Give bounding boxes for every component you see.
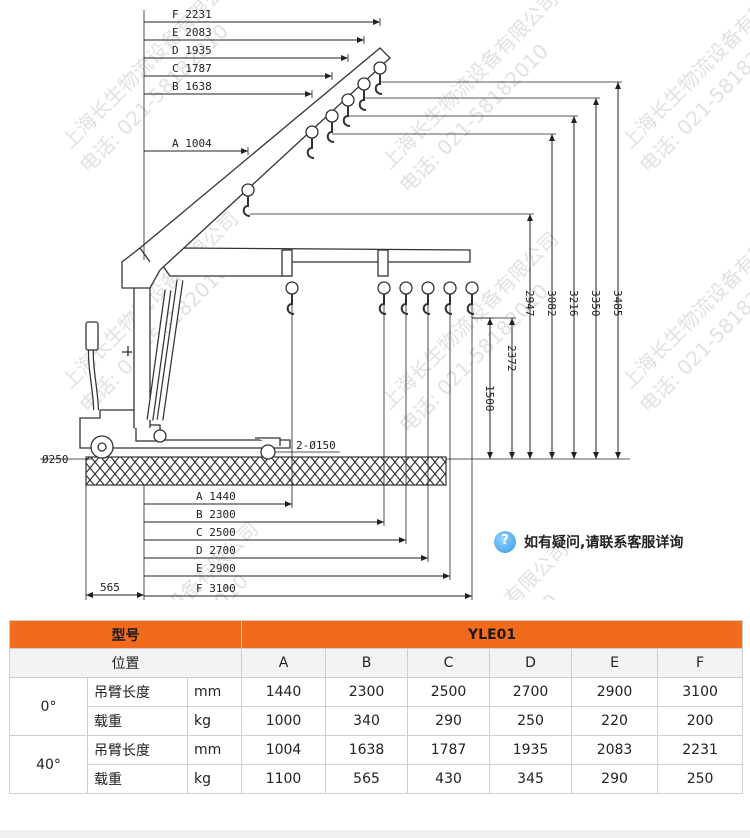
unit-cell: kg [186,764,243,794]
value-cell: 2700 [489,677,573,707]
position-cell: E [571,648,659,678]
position-cell: B [325,648,409,678]
row-label-cell: 载重 [87,706,188,736]
caster-diameter-label: 2-Ø150 [296,439,336,452]
base-dimension: 565 [85,485,144,600]
vertical-dim-label: 3350 [589,290,602,317]
vertical-dim-label: 3216 [567,290,580,317]
vertical-dim-label: 3485 [611,290,624,317]
vertical-dimension-lines: 1500 2372 2947 3082 3216 3350 3485 [250,81,630,460]
value-cell: 250 [489,706,573,736]
angle-cell: 0° [9,677,88,736]
lower-dim-label: E 2900 [196,562,236,575]
row-label-cell: 吊臂长度 [87,677,188,707]
base-dim-label: 565 [100,581,120,594]
position-cell: A [241,648,327,678]
model-label-cell: 型号 [8,620,243,649]
unit-cell: mm [186,677,243,707]
value-cell: 250 [657,764,744,794]
watermark-company: 上海长生物流设备有限公司 [377,0,564,174]
boom-raised [121,47,391,289]
value-cell: 290 [571,764,659,794]
value-cell: 1935 [489,735,573,765]
lower-dimension-lines: A 1440 B 2300 C 2500 D 2700 E 2900 F 3100 [143,300,473,600]
vertical-dim-label: 2372 [505,345,518,372]
value-cell: 565 [325,764,409,794]
lower-dim-label: D 2700 [196,544,236,557]
value-cell: 1787 [407,735,491,765]
ground-slab [85,456,447,486]
upper-dimension-lines: F 2231 E 2083 D 1935 C 1787 B 1638 A 1004 [143,8,381,260]
position-cell: F [657,648,744,678]
wheel-diameter-label: Ø250 [42,453,69,466]
value-cell: 3100 [657,677,744,707]
upper-dim-label: B 1638 [172,80,212,93]
position-cell: C [407,648,491,678]
model-value-cell: YLE01 [241,620,744,649]
faq-notice[interactable]: 如有疑问,请联系客服详询 [494,530,683,554]
bottom-strip [0,830,750,838]
value-cell: 430 [407,764,491,794]
position-cell: D [489,648,573,678]
lower-dim-label: B 2300 [196,508,236,521]
value-cell: 1100 [241,764,327,794]
upper-dim-label: C 1787 [172,62,212,75]
value-cell: 2083 [571,735,659,765]
value-cell: 2500 [407,677,491,707]
lower-dim-label: A 1440 [196,490,236,503]
value-cell: 1638 [325,735,409,765]
row-label-cell: 载重 [87,764,188,794]
value-cell: 2900 [571,677,659,707]
watermark-phone: 电话: 021-58182010 [405,589,564,600]
angle-cell: 40° [9,735,88,794]
value-cell: 2231 [657,735,744,765]
value-cell: 1000 [241,706,327,736]
upper-dim-label: D 1935 [172,44,212,57]
upper-dim-label: F 2231 [172,8,212,21]
value-cell: 220 [571,706,659,736]
lower-dim-label: F 3100 [196,582,236,595]
value-cell: 345 [489,764,573,794]
lower-dim-label: C 2500 [196,526,236,539]
vertical-dim-label: 3082 [545,290,558,317]
unit-cell: mm [186,735,243,765]
wheel-labels: Ø250 2-Ø150 [40,439,340,466]
watermark-phone: 电话: 021-58182010 [665,589,750,600]
unit-cell: kg [186,706,243,736]
value-cell: 1004 [241,735,327,765]
crane-base [79,271,291,460]
upper-dim-label: A 1004 [172,137,212,150]
faq-text: 如有疑问,请联系客服详询 [524,535,684,551]
vertical-dim-label: 2947 [523,290,536,317]
value-cell: 1440 [241,677,327,707]
value-cell: 2300 [325,677,409,707]
vertical-dim-label: 1500 [483,385,496,412]
value-cell: 290 [407,706,491,736]
value-cell: 200 [657,706,744,736]
position-label-cell: 位置 [8,648,243,678]
upper-dim-label: E 2083 [172,26,212,39]
row-label-cell: 吊臂长度 [87,735,188,765]
value-cell: 340 [325,706,409,736]
question-bubble-icon [494,531,516,553]
